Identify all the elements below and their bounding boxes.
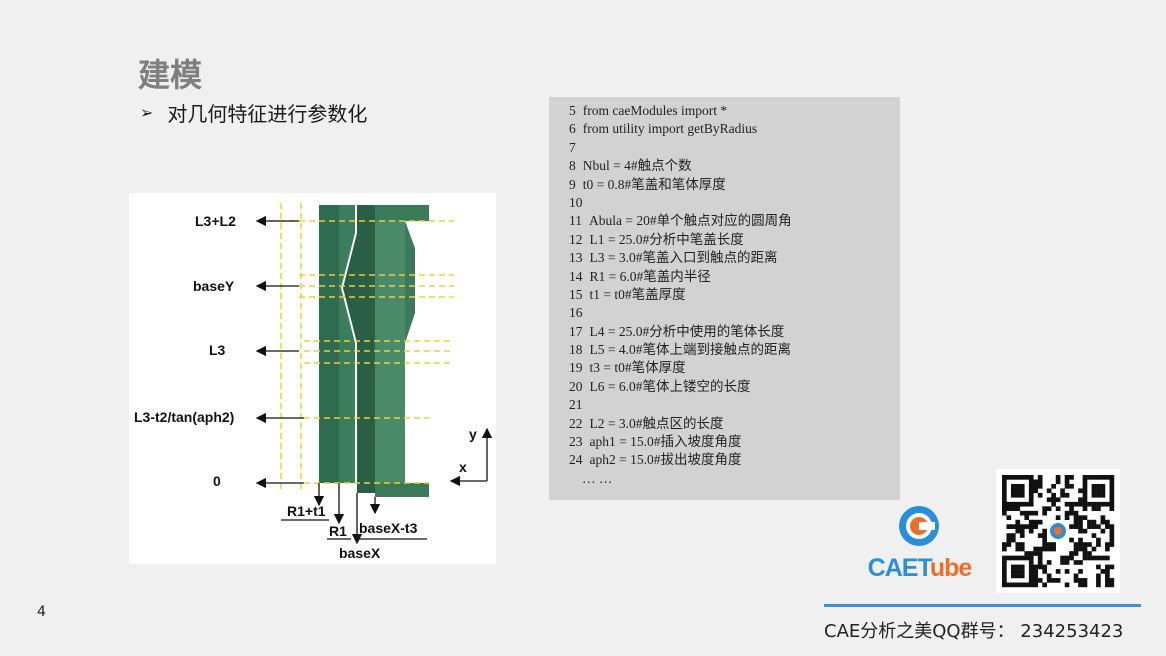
slide-title: 建模 (138, 56, 203, 94)
page-number: 4 (37, 604, 46, 620)
code-line-text: Nbul = 4#触点个数 (582, 158, 692, 174)
code-line-text: R1 = 6.0#笔盖内半径 (589, 268, 711, 284)
code-line-number: 13 (569, 250, 583, 266)
body-strip-shape (375, 221, 405, 483)
code-line-text: t1 = t0#笔盖厚度 (589, 286, 686, 302)
code-line-text: L5 = 4.0#笔体上端到接触点的距离 (589, 342, 792, 358)
axis-x-label: x (459, 459, 467, 475)
axis-y-label: y (469, 426, 477, 442)
code-line: 16 (569, 304, 900, 322)
code-line: 20 L6 = 6.0#笔体上镂空的长度 (569, 378, 900, 396)
code-line-text: L1 = 25.0#分析中笔盖长度 (589, 231, 744, 247)
footer-divider (824, 604, 1141, 607)
label-l3: L3 (209, 342, 226, 358)
qr-code-icon (1002, 475, 1115, 588)
code-line-text: L2 = 3.0#触点区的长度 (589, 415, 724, 431)
code-line-text: t3 = t0#笔体厚度 (589, 360, 686, 376)
label-zero: 0 (213, 473, 221, 489)
label-l3-l2: L3+L2 (195, 213, 236, 229)
code-line-number: 7 (569, 139, 576, 155)
code-line-text: Abula = 20#单个触点对应的圆周角 (589, 213, 792, 229)
label-basey: baseY (193, 278, 235, 294)
code-line: 21 (569, 396, 900, 414)
qr-code (996, 469, 1120, 593)
caetube-logo-icon (899, 506, 939, 546)
code-line-number: 21 (569, 397, 583, 413)
code-line: 19 t3 = t0#笔体厚度 (569, 359, 900, 377)
code-line-number: 18 (569, 342, 583, 358)
code-line-number: 8 (569, 158, 576, 174)
code-line-text: L6 = 6.0#笔体上镂空的长度 (589, 378, 751, 394)
code-line: 22 L2 = 3.0#触点区的长度 (569, 415, 900, 433)
code-line: 10 (569, 194, 900, 212)
code-line-number: 5 (569, 103, 576, 118)
code-listing: 5 from caeModules import * 6 from utility i… (549, 97, 900, 500)
code-line-text: L3 = 3.0#笔盖入口到触点的距离 (589, 250, 778, 266)
bullet-text: 对几何特征进行参数化 (167, 102, 368, 126)
code-line: 9 t0 = 0.8#笔盖和笔体厚度 (569, 176, 900, 194)
code-line-text: … … (582, 470, 613, 486)
code-line: 23 aph1 = 15.0#插入坡度角度 (569, 433, 900, 451)
code-line-number: 19 (569, 360, 583, 376)
code-line: … … (569, 470, 900, 488)
parameter-diagram: L3+L2 baseY L3 L3-t2/tan(aph2) 0 R1+t1 R… (129, 193, 496, 564)
code-line: 11 Abula = 20#单个触点对应的圆周角 (569, 212, 900, 230)
code-line: 12 L1 = 25.0#分析中笔盖长度 (569, 231, 900, 249)
code-line: 6 from utility import getByRadius (569, 120, 900, 138)
code-line: 24 aph2 = 15.0#拔出坡度角度 (569, 451, 900, 469)
label-r1: R1 (329, 523, 347, 539)
label-basex-t3: baseX-t3 (359, 520, 418, 536)
code-line-text: t0 = 0.8#笔盖和笔体厚度 (582, 176, 726, 192)
code-line-number: 12 (569, 231, 583, 247)
code-line: 18 L5 = 4.0#笔体上端到接触点的距离 (569, 341, 900, 359)
code-line: 5 from caeModules import * (569, 102, 900, 120)
label-r1-t1: R1+t1 (287, 503, 326, 519)
code-line-number: 23 (569, 434, 583, 450)
code-line-number: 24 (569, 452, 583, 468)
diagram-drawing (255, 203, 493, 545)
bullet-item: ➢ 对几何特征进行参数化 (140, 98, 367, 127)
cap-bump-shape (339, 205, 355, 483)
bullet-arrow-icon: ➢ (140, 103, 154, 122)
label-l3-t2: L3-t2/tan(aph2) (134, 409, 235, 425)
code-line-text: from caeModules import * (582, 103, 728, 118)
code-line-number: 10 (569, 194, 583, 210)
code-line-number: 11 (569, 213, 582, 229)
code-line-number: 9 (569, 176, 576, 192)
code-line-number: 6 (569, 121, 576, 137)
code-line-number: 22 (569, 415, 583, 431)
code-line: 8 Nbul = 4#触点个数 (569, 157, 900, 175)
code-line: 15 t1 = t0#笔盖厚度 (569, 286, 900, 304)
code-line: 14 R1 = 6.0#笔盖内半径 (569, 268, 900, 286)
code-line-number: 16 (569, 305, 583, 321)
label-basex: baseX (339, 545, 381, 561)
code-line: 7 (569, 139, 900, 157)
code-line-number: 17 (569, 323, 583, 339)
code-line: 17 L4 = 25.0#分析中使用的笔体长度 (569, 323, 900, 341)
caetube-logo: CAETube (862, 502, 977, 588)
body-wall-shape (343, 205, 375, 493)
code-line-number: 14 (569, 268, 583, 284)
code-line-text: L4 = 25.0#分析中使用的笔体长度 (589, 323, 785, 339)
code-line-text: aph1 = 15.0#插入坡度角度 (589, 434, 742, 450)
code-line-text: aph2 = 15.0#拔出坡度角度 (589, 452, 742, 468)
code-line: 13 L3 = 3.0#笔盖入口到触点的距离 (569, 249, 900, 267)
code-line-number: 15 (569, 286, 583, 302)
footer-group-text: CAE分析之美QQ群号： 234253423 (824, 621, 1124, 642)
code-line-number: 20 (569, 378, 583, 394)
cap-wall-shape (319, 205, 339, 483)
code-line-text: from utility import getByRadius (582, 121, 758, 137)
caetube-logo-text: CAETube (867, 554, 973, 582)
